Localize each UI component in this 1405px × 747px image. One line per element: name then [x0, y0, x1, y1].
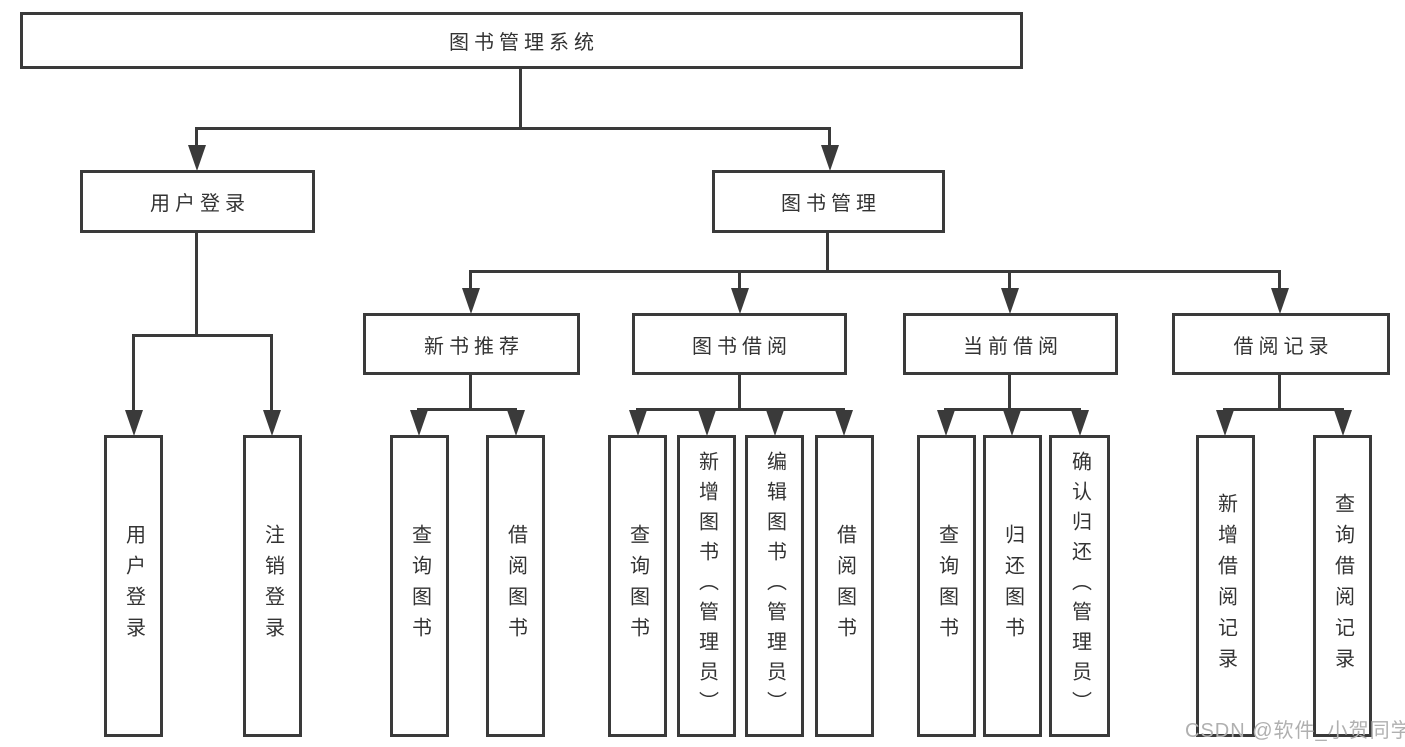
connector-group-hline: [417, 408, 517, 411]
connector-level2-hline: [469, 270, 1281, 273]
connector-book-mgmt-drop: [828, 127, 831, 149]
node-label: 借阅图书: [504, 524, 527, 648]
arrow-down-icon: [1001, 288, 1019, 314]
node-label: 查询借阅记录: [1331, 493, 1354, 679]
leaf-query-book: 查询图书: [390, 435, 449, 737]
node-label: 新增图书（管理员）: [695, 451, 718, 721]
leaf-query-borrow-record: 查询借阅记录: [1313, 435, 1372, 737]
node-label: 归还图书: [1001, 524, 1024, 648]
arrow-down-icon: [731, 288, 749, 314]
connector-user-login-drop: [195, 127, 198, 149]
node-label: 确认归还（管理员）: [1068, 451, 1091, 721]
leaf-confirm-return-admin: 确认归还（管理员）: [1049, 435, 1110, 737]
node-label: 图书管理: [781, 193, 881, 215]
connector-root-stem: [519, 67, 522, 129]
arrow-down-icon: [1071, 410, 1089, 436]
arrow-down-icon: [462, 288, 480, 314]
node-label: 用户登录: [150, 193, 250, 215]
leaf-borrow-book: 借阅图书: [815, 435, 874, 737]
arrow-down-icon: [1271, 288, 1289, 314]
arrow-down-icon: [937, 410, 955, 436]
connector-book-mgmt-stem: [826, 233, 829, 273]
node-label: 用户登录: [122, 524, 145, 648]
node-label: 图书管理系统: [449, 32, 599, 54]
connector-user-login-stem: [195, 233, 198, 337]
arrow-down-icon: [698, 410, 716, 436]
arrow-down-icon: [821, 145, 839, 171]
leaf-query-book: 查询图书: [917, 435, 976, 737]
leaf-add-borrow-record: 新增借阅记录: [1196, 435, 1255, 737]
node-book-management: 图书管理: [712, 170, 945, 233]
csdn-watermark: CSDN @软件_小贺同学: [1185, 720, 1405, 742]
connector-group-hline: [636, 408, 845, 411]
connector-group-stem: [469, 375, 472, 411]
leaf-edit-book-admin: 编辑图书（管理员）: [745, 435, 804, 737]
connector-drop: [132, 334, 135, 414]
connector-drop: [270, 334, 273, 414]
node-label: 新书推荐: [424, 335, 524, 358]
leaf-user-login: 用户登录: [104, 435, 163, 737]
connector-group-hline: [1223, 408, 1344, 411]
arrow-down-icon: [835, 410, 853, 436]
arrow-down-icon: [263, 410, 281, 436]
arrow-down-icon: [629, 410, 647, 436]
node-borrowing-records: 借阅记录: [1172, 313, 1390, 375]
node-label: 注销登录: [261, 524, 284, 648]
node-book-borrowing: 图书借阅: [632, 313, 847, 375]
node-label: 借阅图书: [833, 524, 856, 648]
leaf-add-book-admin: 新增图书（管理员）: [677, 435, 736, 737]
arrow-down-icon: [1003, 410, 1021, 436]
arrow-down-icon: [1334, 410, 1352, 436]
leaf-borrow-book: 借阅图书: [486, 435, 545, 737]
connector-drop: [738, 270, 741, 292]
connector-drop: [1278, 270, 1281, 292]
connector-group-stem: [738, 375, 741, 411]
connector-group-stem: [1008, 375, 1011, 411]
node-user-login: 用户登录: [80, 170, 315, 233]
leaf-logout: 注销登录: [243, 435, 302, 737]
node-current-borrowing: 当前借阅: [903, 313, 1118, 375]
arrow-down-icon: [507, 410, 525, 436]
arrow-down-icon: [1216, 410, 1234, 436]
arrow-down-icon: [188, 145, 206, 171]
node-label: 查询图书: [935, 524, 958, 648]
connector-level1-hline: [195, 127, 831, 130]
node-label: 新增借阅记录: [1214, 493, 1237, 679]
arrow-down-icon: [766, 410, 784, 436]
node-library-management-system: 图书管理系统: [20, 12, 1023, 69]
leaf-return-book: 归还图书: [983, 435, 1042, 737]
node-label: 图书借阅: [692, 335, 792, 358]
connector-drop: [1008, 270, 1011, 292]
connector-group-stem: [1278, 375, 1281, 411]
node-label: 借阅记录: [1233, 335, 1334, 358]
connector-user-login-hline: [132, 334, 273, 337]
node-new-book-recommendation: 新书推荐: [363, 313, 580, 375]
arrow-down-icon: [125, 410, 143, 436]
node-label: 当前借阅: [963, 335, 1063, 358]
arrow-down-icon: [410, 410, 428, 436]
connector-drop: [469, 270, 472, 292]
node-label: 查询图书: [408, 524, 431, 648]
node-label: 查询图书: [626, 524, 649, 648]
leaf-query-book: 查询图书: [608, 435, 667, 737]
node-label: 编辑图书（管理员）: [763, 451, 786, 721]
